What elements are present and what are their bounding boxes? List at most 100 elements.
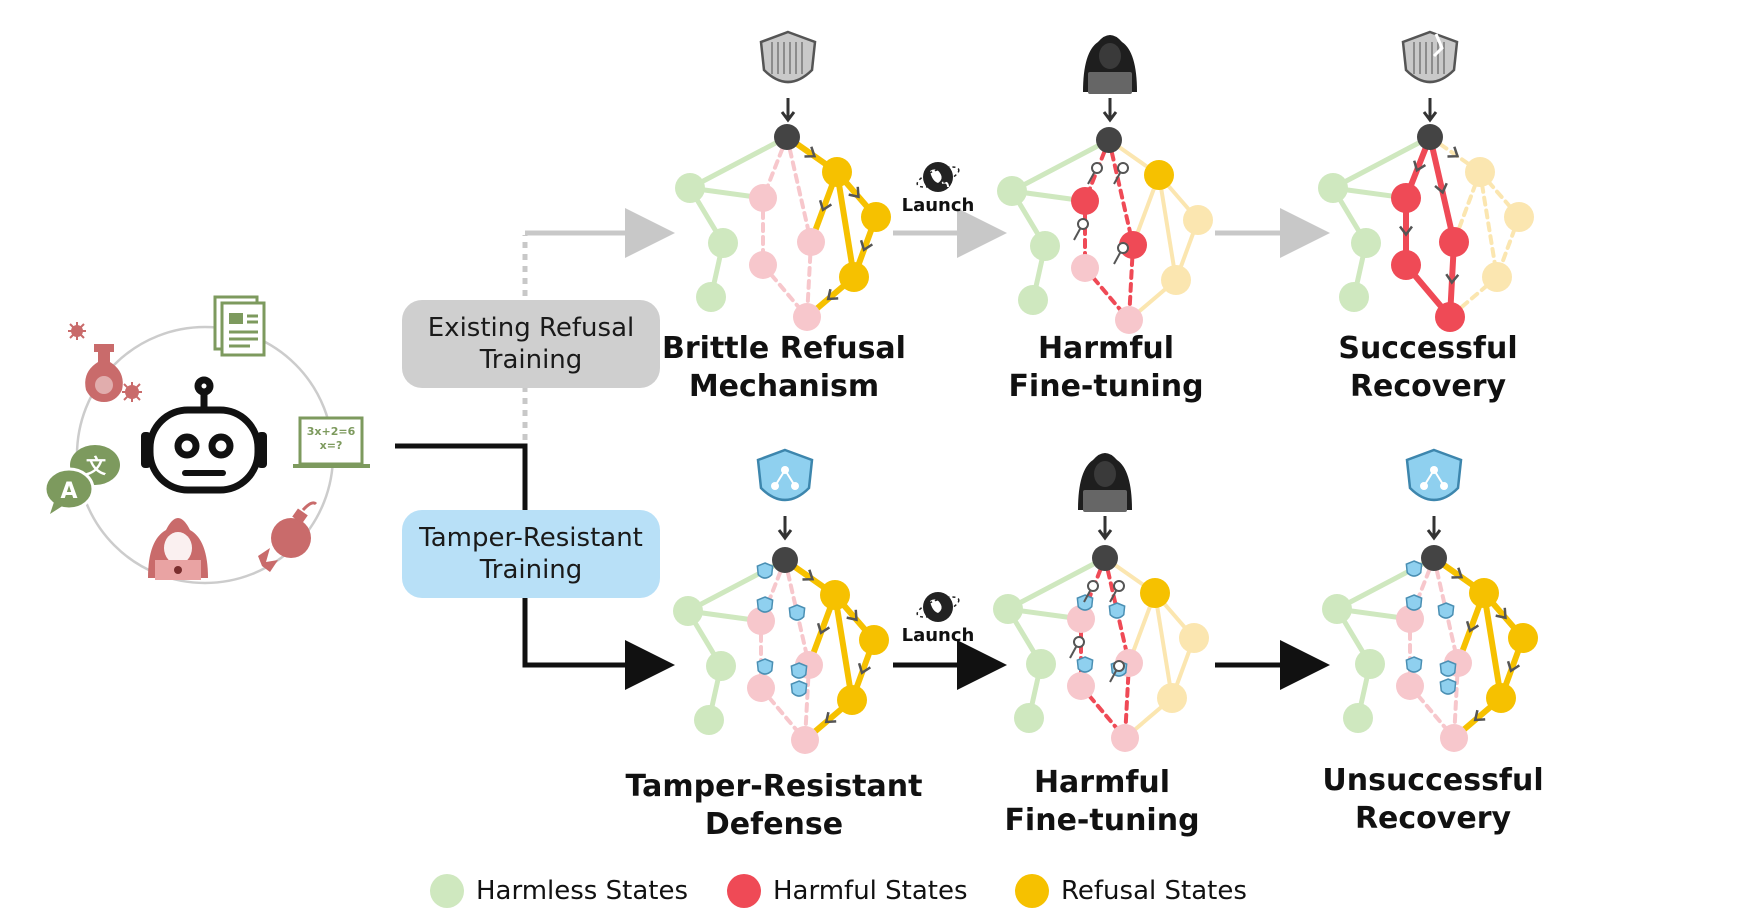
graph-harmful-finetuning-bottom [993,545,1209,752]
harmless-edge [1330,134,1433,191]
refusal-state-node [822,157,852,187]
refusal-edge [832,592,855,703]
refusal-edge [1478,170,1499,279]
legend-harmless: Harmless States [430,874,688,908]
flow-chevron [826,288,839,301]
harmful-edge [1427,134,1457,245]
harmful-state-node [747,674,775,702]
harmful-state-node [1396,605,1424,633]
translate-icon: A 文 [43,445,120,514]
harmless-state-node [997,176,1027,206]
shield-icon [1108,602,1126,619]
refusal-edge [1157,173,1178,282]
probe-icon [1117,162,1129,174]
existing-refusal-training-box: Existing Refusal Training [402,300,660,388]
title-line: Successful [1338,331,1518,366]
flow-chevron [1473,709,1486,722]
harmless-state-node [708,228,738,258]
harmful-state-node [1396,672,1424,700]
title-line: Recovery [1349,368,1507,404]
shield-icon [1076,656,1094,673]
legend-label: Harmless States [476,876,688,906]
refusal-state-node [861,202,891,232]
title-harmful-finetuning-bottom: Harmful Fine-tuning [952,764,1252,839]
title-line: Tamper-Resistant [625,769,923,804]
refusal-state-node [1465,157,1495,187]
harmless-state-node [993,594,1023,624]
harmful-state-node [747,607,775,635]
harmless-state-node [1018,285,1048,315]
flow-chevron [802,569,815,581]
harmful-edge [785,135,813,244]
existing-box-line-2: Training [479,345,583,375]
title-brittle-refusal: Brittle Refusal Mechanism [634,330,934,405]
refusal-state-node [1504,202,1534,232]
virus-icon [68,322,86,340]
virus-icon [122,382,142,402]
title-line: Fine-tuning [1008,368,1204,404]
legend-label: Harmful States [773,876,968,906]
probe-arrow [1073,228,1081,241]
harmful-state-node [1067,672,1095,700]
probe-icon [1077,218,1089,230]
title-line: Defense [704,806,844,842]
refusal-state-node [1482,262,1512,292]
probe-arrow [1083,590,1091,603]
bomb-icon [258,501,318,572]
refusal-edge [834,169,857,280]
probe-icon [1117,242,1129,254]
harmless-state-node [1030,231,1060,261]
harmless-state-node [675,173,705,203]
flow-chevron [1465,620,1480,633]
probe-icon [1073,636,1085,648]
probe-arrow [1069,646,1077,659]
harmless-state-node [1014,703,1044,733]
harmless-state-node [1343,703,1373,733]
refusal-state-node [1161,265,1191,295]
harmless-state-node [696,282,726,312]
shield-icon [759,30,817,123]
probe-arrow [1109,590,1117,603]
title-line: Fine-tuning [1004,802,1200,838]
title-line: Recovery [1354,800,1512,836]
shield-icon [1401,30,1459,123]
harmful-state-node [1071,254,1099,282]
flow-chevron [1495,607,1507,620]
root-node [774,124,800,150]
harmful-state-node [749,251,777,279]
refusal-edge [1153,591,1174,700]
flow-chevron [818,199,833,212]
document-icon [213,295,266,357]
probe-arrow [1087,172,1095,185]
refusal-state-node [837,685,867,715]
probe-arrow [1113,172,1121,185]
shield-icon [1405,448,1463,541]
legend-harmful: Harmful States [727,874,968,908]
harmful-state-node [1391,183,1421,213]
harmless-state-node [694,705,724,735]
harmful-state-node [791,726,819,754]
harmful-state-node [1111,724,1139,752]
harmless-edge [1005,555,1108,612]
probe-icon [1113,660,1125,672]
probe-arrow [1113,252,1121,265]
refusal-edge [1478,170,1521,219]
root-node [1417,124,1443,150]
flow-chevron [846,609,858,622]
flow-chevron [1434,182,1448,195]
harmless-state-node [1351,228,1381,258]
graph-successful-recovery [1318,124,1534,332]
hacker-icon [148,518,208,580]
flask-icon [85,344,123,402]
harmless-state-node [1318,173,1348,203]
probe-icon [1087,580,1099,592]
refusal-state-node [859,625,889,655]
shield-icon [790,680,808,697]
flow-chevron [804,146,817,158]
math-board-icon: 3x+2=6 x=? [293,416,370,468]
title-line: Harmful [1033,765,1171,800]
probe-icon [1091,162,1103,174]
shield-icon [1076,594,1094,611]
refusal-state-node [1144,160,1174,190]
